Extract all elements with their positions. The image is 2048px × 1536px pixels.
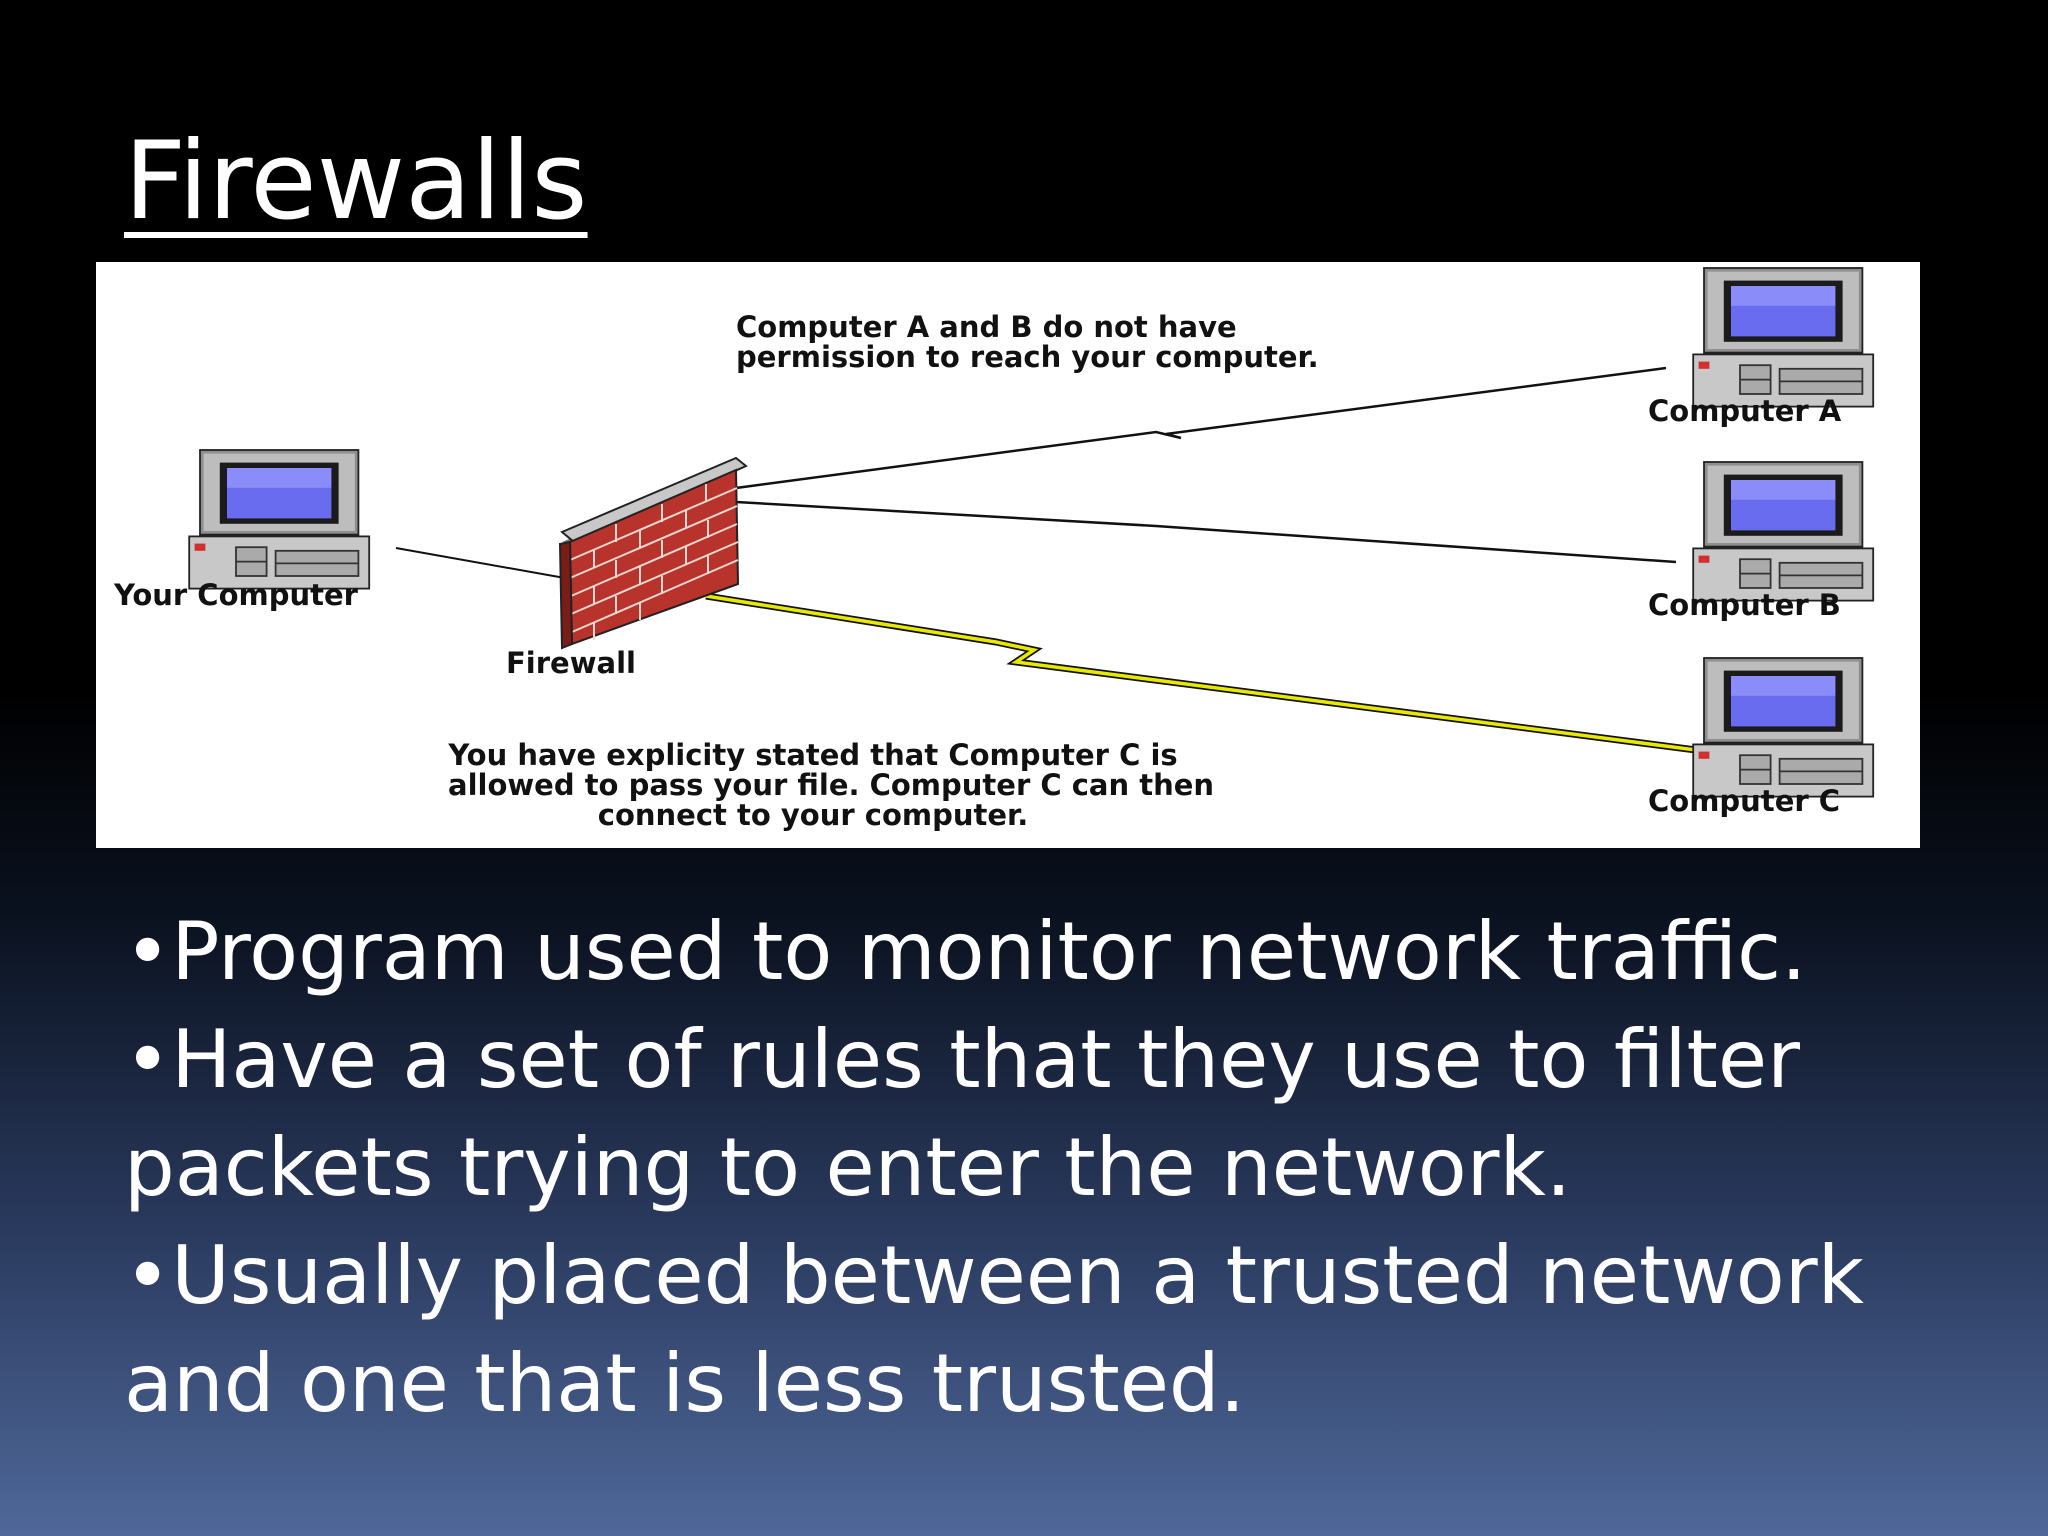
caption-blocked: Computer A and B do not have permission … xyxy=(736,310,1319,374)
caption-allowed: You have explicity stated that Computer … xyxy=(448,738,1215,832)
computer-a-icon xyxy=(1692,267,1875,408)
computer-c-icon xyxy=(1692,657,1875,798)
bullet-item: •Program used to monitor network traffic… xyxy=(124,905,1807,998)
firewall-diagram: Computer A and B do not have permission … xyxy=(96,262,1920,848)
computer-c-label: Computer C xyxy=(1648,784,1841,818)
computer-b-icon xyxy=(1692,461,1875,602)
diagram-graphics xyxy=(188,267,1875,798)
caption-allowed-line2: allowed to pass your file. Computer C ca… xyxy=(448,768,1215,802)
slide-title: Firewalls xyxy=(124,119,588,244)
link-computer-a-blocked xyxy=(735,366,1667,490)
bullet-item: •Have a set of rules that they use to fi… xyxy=(124,1013,1801,1214)
firewall-label: Firewall xyxy=(506,646,636,680)
caption-blocked-line2: permission to reach your computer. xyxy=(736,340,1319,374)
caption-blocked-line1: Computer A and B do not have xyxy=(736,310,1237,344)
bullet-item: •Usually placed between a trusted networ… xyxy=(124,1229,1864,1430)
caption-allowed-line1: You have explicity stated that Computer … xyxy=(448,738,1178,772)
your-computer-icon xyxy=(188,449,371,590)
link-computer-b-blocked xyxy=(735,500,1677,564)
firewall-wall-icon xyxy=(558,456,748,650)
your-computer-label: Your Computer xyxy=(114,578,358,612)
link-your-computer-firewall xyxy=(395,547,577,581)
computer-b-label: Computer B xyxy=(1648,588,1841,622)
bullet-list: •Program used to monitor network traffic… xyxy=(124,898,1984,1438)
caption-allowed-line3: connect to your computer. xyxy=(597,798,1029,832)
computer-a-label: Computer A xyxy=(1648,394,1842,428)
